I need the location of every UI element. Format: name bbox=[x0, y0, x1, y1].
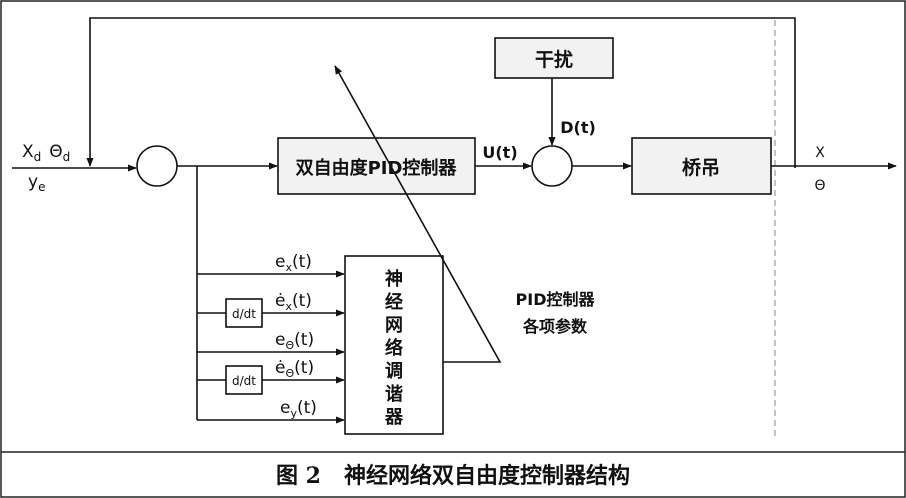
disturbance-label: 干扰 bbox=[535, 48, 573, 71]
tuning-arrow bbox=[334, 65, 502, 363]
ey-label: ey(t) bbox=[280, 398, 317, 420]
output-theta-label: Θ bbox=[814, 178, 825, 194]
u-label: U(t) bbox=[482, 143, 517, 162]
input-y-label: ye bbox=[28, 172, 45, 194]
nn-char-5: 调 bbox=[385, 361, 403, 382]
eth-label: eΘ(t) bbox=[275, 330, 314, 352]
disturbance-block bbox=[494, 37, 614, 79]
deriv-block-1 bbox=[225, 298, 263, 328]
output-x-label: X bbox=[815, 145, 825, 161]
nn-char-3: 网 bbox=[385, 315, 403, 336]
nn-char-4: 络 bbox=[385, 337, 403, 359]
deriv-block-2 bbox=[225, 365, 263, 395]
figure-caption: 图 2 神经网络双自由度控制器结构 bbox=[276, 463, 630, 489]
deriv-label-2: d/dt bbox=[232, 374, 256, 388]
nn-tuner-block bbox=[344, 255, 444, 435]
ex-dot-label: ėx(t) bbox=[275, 291, 312, 313]
summing-junction-2 bbox=[531, 145, 573, 187]
summing-junction-1 bbox=[136, 145, 178, 187]
nn-char-6: 谐 bbox=[385, 384, 403, 405]
eth-dot-label: ėΘ(t) bbox=[275, 358, 314, 380]
params-label-line2: 各项参数 bbox=[522, 317, 588, 336]
crane-label: 桥吊 bbox=[682, 156, 720, 179]
nn-char-2: 经 bbox=[385, 291, 403, 313]
d-label: D(t) bbox=[560, 118, 596, 137]
nn-char-7: 器 bbox=[384, 407, 404, 428]
deriv-label-1: d/dt bbox=[232, 307, 256, 321]
ex-label: ex(t) bbox=[275, 252, 312, 274]
params-label-line1: PID控制器 bbox=[516, 290, 596, 309]
pid-controller-label: 双自由度PID控制器 bbox=[296, 157, 458, 179]
pid-controller-block bbox=[277, 137, 476, 195]
nn-char-1: 神 bbox=[385, 268, 403, 290]
feedback-line bbox=[86, 17, 796, 168]
